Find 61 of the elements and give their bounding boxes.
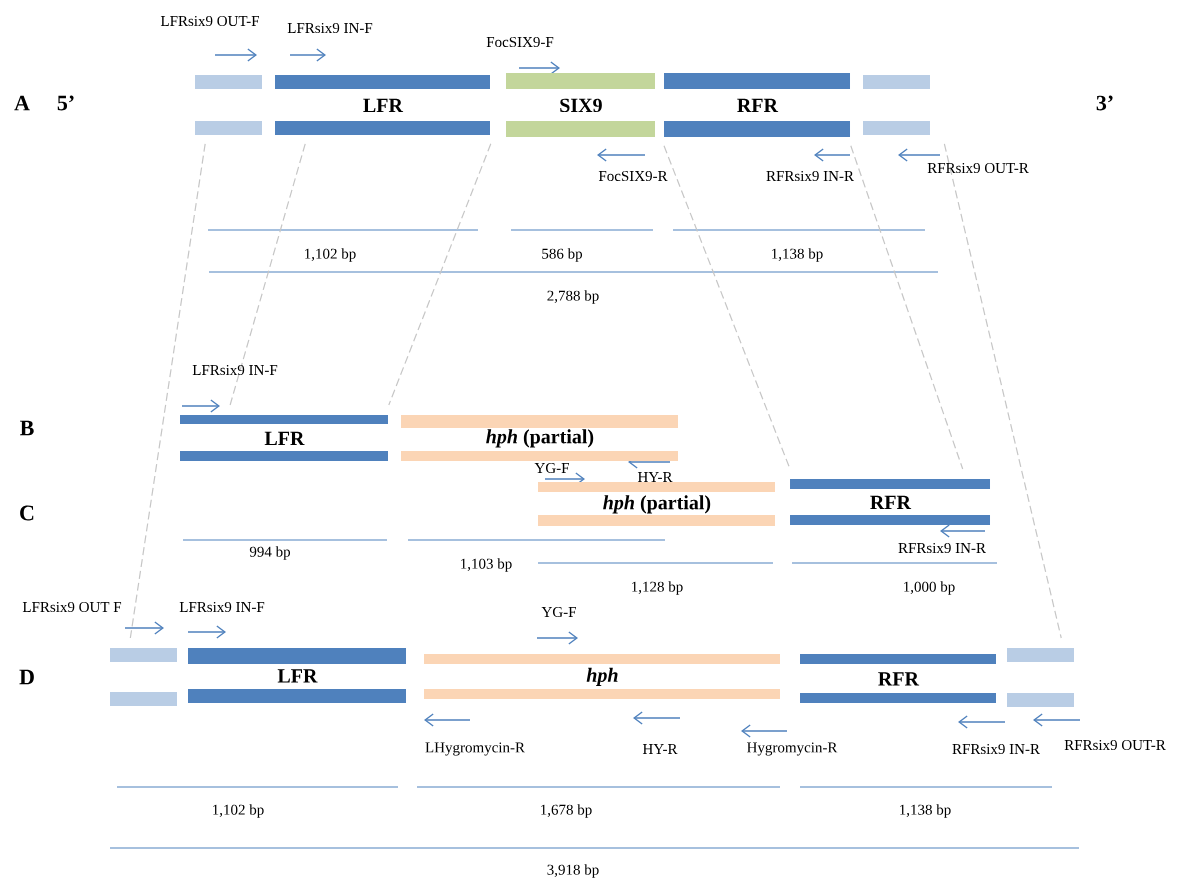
text-label: 586 bp: [542, 248, 583, 262]
gene-bar: hph (partial): [401, 415, 678, 461]
text-label: 1,138 bp: [900, 804, 951, 818]
text-label: RFRsix9 IN-R: [952, 744, 1040, 755]
node-label: RFR: [878, 672, 920, 686]
text-label: LFRsix9 IN-F: [287, 22, 373, 34]
text-label: 1,138 bp: [772, 248, 823, 262]
panel-letter: D: [19, 669, 34, 685]
panel-letter: A: [14, 95, 30, 111]
connector-line: [850, 145, 964, 470]
text-label: FocSIX9-F: [486, 36, 554, 48]
text-label: 994 bp: [249, 546, 291, 560]
panel-letter: 3’: [1096, 95, 1113, 111]
gene-bar: RFR: [800, 654, 996, 703]
text-label: 1,103 bp: [461, 558, 512, 572]
node-label: RFR: [870, 495, 912, 509]
gene-bar: RFR: [664, 73, 850, 137]
gene-bar: hph: [424, 654, 780, 699]
node-label: hph (partial): [603, 495, 711, 514]
flank-bar: [863, 75, 930, 135]
connector-line: [943, 143, 1062, 639]
text-label: 1,102 bp: [213, 804, 264, 818]
text-label: YG-F: [534, 463, 569, 474]
gene-bar: SIX9: [506, 73, 655, 137]
text-label: 2,788 bp: [547, 290, 599, 304]
text-label: 1,128 bp: [632, 581, 683, 595]
text-label: Hygromycin-R: [747, 742, 838, 756]
text-label: LFRsix9 IN-F: [179, 602, 265, 613]
connector-line: [663, 145, 791, 470]
gene-bar: hph (partial): [538, 482, 775, 526]
connector-line: [229, 143, 306, 406]
panel-letter: B: [20, 420, 34, 436]
panel-letter: 5’: [57, 95, 74, 111]
connector-line: [129, 143, 206, 639]
text-label: 1,102 bp: [305, 248, 356, 262]
connector-line: [388, 143, 492, 406]
panel-letter: C: [20, 505, 34, 521]
text-label: LFRsix9 OUT-F: [160, 15, 259, 27]
gene-bar: LFR: [188, 648, 406, 703]
gene-bar: RFR: [790, 479, 990, 525]
flank-bar: [1007, 648, 1074, 707]
node-label: LFR: [264, 431, 305, 445]
flank-bar: [195, 75, 262, 135]
text-label: 1,678 bp: [541, 804, 592, 818]
text-label: HY-R: [642, 744, 678, 754]
text-label: YG-F: [541, 607, 576, 618]
flank-bar: [110, 648, 177, 706]
node-label: SIX9: [560, 98, 602, 113]
node-label: LFR: [363, 98, 404, 112]
text-label: 1,000 bp: [904, 581, 955, 595]
text-label: RFRsix9 IN-R: [766, 170, 854, 182]
gene-bar: LFR: [180, 415, 388, 461]
gene-bar: LFR: [275, 75, 490, 135]
text-label: LHygromycin-R: [425, 742, 525, 756]
node-label: hph (partial): [486, 429, 594, 448]
node-label: LFR: [277, 669, 318, 683]
node-label: hph: [586, 667, 618, 686]
node-label: RFR: [737, 98, 779, 112]
text-label: FocSIX9-R: [598, 170, 668, 182]
text-label: HY-R: [637, 472, 673, 482]
text-label: 3,918 bp: [547, 864, 599, 878]
